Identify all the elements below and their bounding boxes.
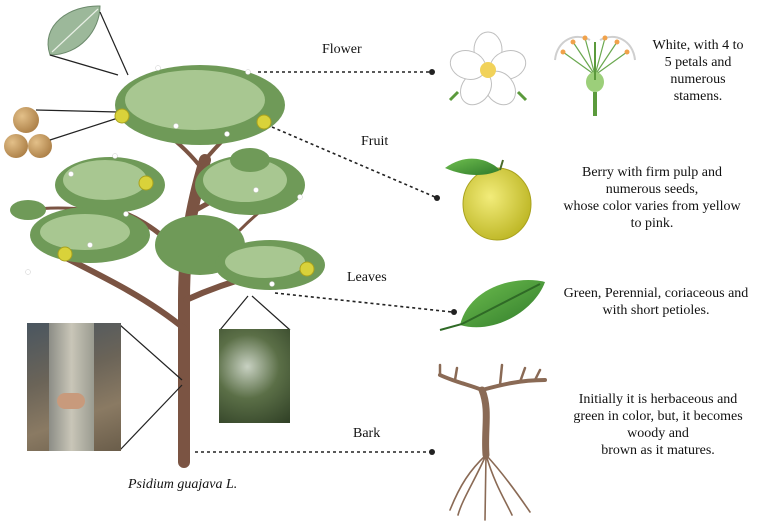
tree-canopy: [10, 65, 325, 290]
label-leaves: Leaves: [347, 270, 387, 285]
leaves-pointer: [274, 292, 453, 313]
leaf-connector-line-2: [49, 54, 119, 76]
species-name: Psidium guajava L.: [128, 477, 238, 492]
label-fruit: Fruit: [361, 134, 389, 149]
bark-photo: [27, 323, 121, 451]
bark-roots-icon: [438, 363, 547, 521]
guava-fruit-icon: [445, 158, 532, 241]
flower-cross-section-icon: [554, 35, 636, 116]
description-flower: White, with 4 to 5 petals and numerous s…: [652, 38, 744, 104]
bark-photo-connector-2: [119, 384, 183, 451]
description-leaves: Green, Perennial, coriaceous and with sh…: [563, 286, 749, 318]
description-bark: Initially it is herbaceous and green in …: [573, 392, 743, 458]
leaves-photo: [219, 329, 290, 423]
fruit-connector-line: [35, 109, 119, 113]
leaf-connector-line: [99, 11, 129, 76]
tree-fruits: [57, 108, 315, 277]
leaves-photo-connector-2: [251, 295, 291, 331]
leaf-thumbnail-icon: [47, 5, 101, 56]
label-bark: Bark: [353, 426, 381, 441]
label-flower: Flower: [322, 42, 362, 57]
flower-icon: [448, 31, 528, 106]
leaf-icon: [439, 279, 545, 331]
pointer-lines: [195, 69, 457, 455]
bark-photo-connector: [119, 324, 183, 381]
tree-flowers: [25, 65, 303, 287]
fruit-cluster-icon: [4, 107, 52, 158]
leaves-photo-connector: [219, 295, 249, 331]
fruit-connector-line-2: [49, 117, 119, 141]
description-fruit: Berry with firm pulp and numerous seeds,…: [563, 165, 741, 231]
